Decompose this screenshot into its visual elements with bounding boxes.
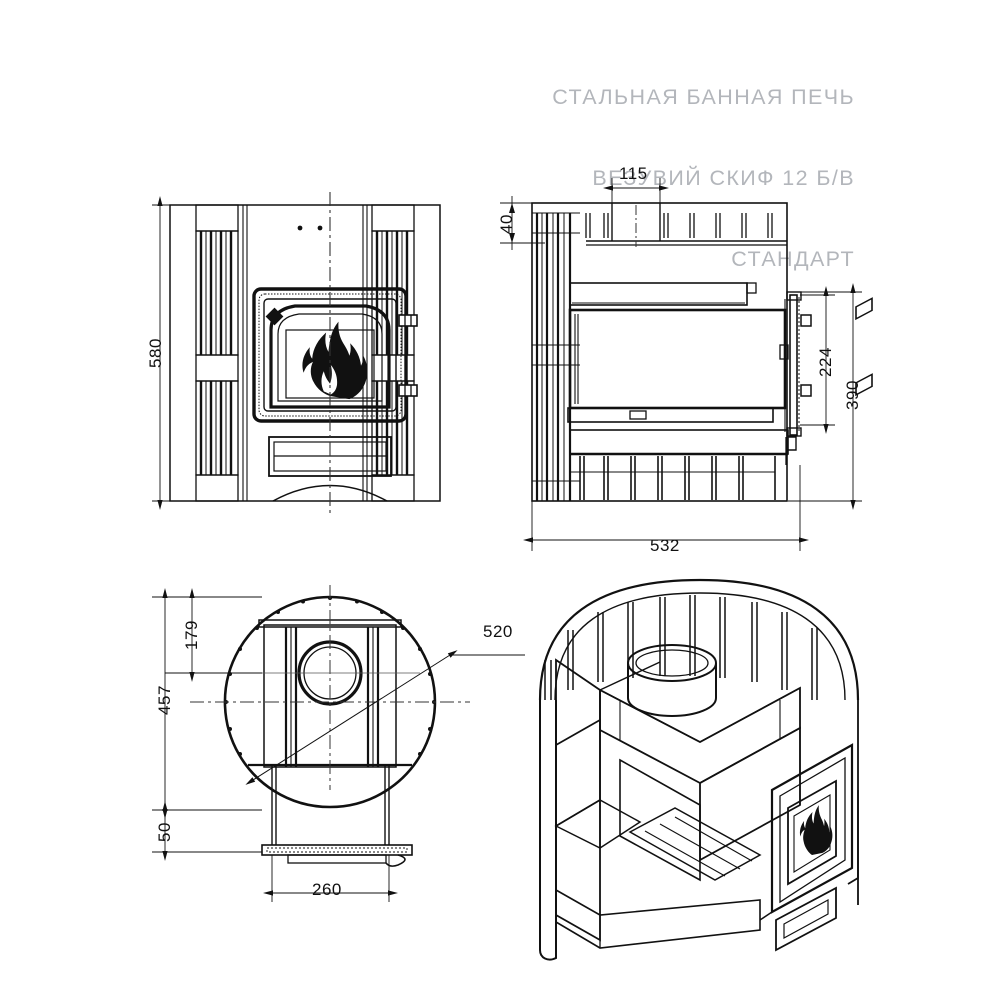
front-fins-left	[195, 204, 248, 502]
dim-label-580: 580	[146, 338, 165, 368]
iso-grate	[628, 807, 762, 881]
dim-label-40: 40	[497, 214, 516, 234]
side-top-ribs	[585, 213, 773, 238]
front-top-dots	[297, 225, 323, 231]
side-chimney-opening	[586, 203, 787, 247]
iso-rods	[544, 595, 818, 700]
dim-label-179: 179	[182, 620, 201, 650]
dim-label-50: 50	[155, 822, 174, 842]
side-grate	[567, 407, 774, 423]
top-base-plate	[261, 765, 413, 867]
side-heat-exchanger	[569, 282, 757, 306]
door-latch-icon	[265, 307, 284, 326]
dim-label-260: 260	[312, 880, 342, 899]
iso-chimney-collar	[627, 644, 717, 717]
flame-emblem	[302, 321, 368, 400]
side-ash-pan	[569, 429, 789, 456]
dim-580	[152, 196, 175, 510]
iso-ash-drawer	[775, 886, 837, 952]
dim-40	[500, 196, 545, 250]
dim-520-leader	[245, 650, 525, 785]
dim-label-532: 532	[650, 536, 680, 555]
view-top	[152, 585, 525, 902]
title-line-3: СТАНДАРТ	[731, 247, 855, 271]
drawing-title: СТАЛЬНАЯ БАННАЯ ПЕЧЬ ВЕЗУВИЙ СКИФ 12 Б/В…	[552, 30, 855, 327]
title-line-1: СТАЛЬНАЯ БАННАЯ ПЕЧЬ	[552, 85, 855, 109]
front-fins-right	[362, 204, 415, 502]
dim-50	[152, 801, 262, 861]
dim-532	[523, 465, 809, 551]
iso-firebox-left	[619, 758, 701, 882]
iso-shell-top-inner	[554, 592, 846, 701]
view-isometric	[538, 297, 873, 961]
dim-label-520: 520	[483, 622, 513, 641]
side-bottom-bars	[570, 456, 776, 500]
dim-224	[800, 286, 835, 434]
view-side	[500, 178, 862, 551]
top-centerlines	[190, 585, 470, 790]
iso-flame-emblem	[799, 805, 833, 855]
side-door-assembly	[779, 291, 812, 465]
side-rear-fins	[532, 212, 580, 501]
iso-base-apron	[555, 888, 761, 949]
side-firebox	[568, 308, 787, 410]
dim-label-457: 457	[155, 685, 174, 715]
dim-label-115: 115	[619, 164, 648, 183]
top-shell-circle	[223, 595, 437, 809]
dim-label-224: 224	[816, 347, 835, 377]
view-front	[152, 192, 441, 514]
door-hinges	[398, 314, 418, 397]
iso-back-plate	[555, 658, 601, 942]
dim-label-390: 390	[843, 380, 862, 410]
iso-left-duct	[555, 718, 601, 828]
dim-260	[263, 855, 398, 902]
iso-shell-left-wall	[539, 700, 557, 961]
dim-115	[603, 178, 669, 205]
iso-shell-top-outer	[538, 578, 860, 701]
